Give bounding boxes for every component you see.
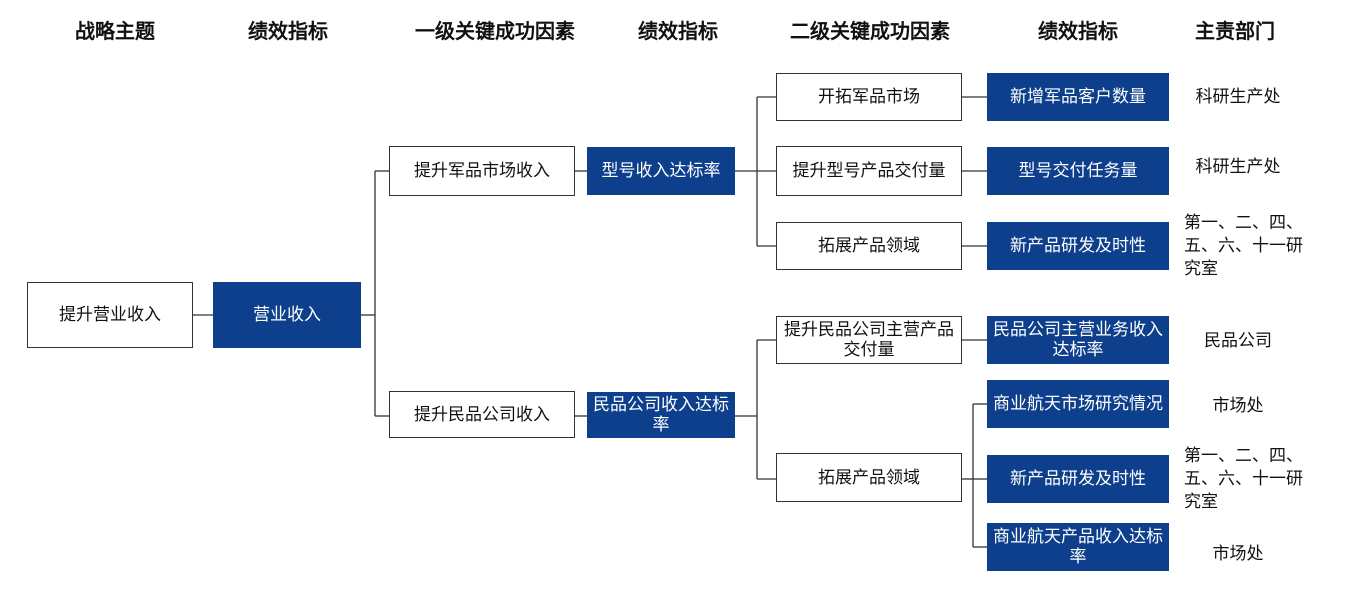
node-kpi2-2: 型号交付任务量 (987, 147, 1169, 195)
node-csf2-5: 拓展产品领域 (776, 453, 962, 502)
node-kpi1-military: 型号收入达标率 (587, 147, 735, 195)
dept-5: 市场处 (1212, 395, 1264, 416)
node-csf1-civil: 提升民品公司收入 (389, 391, 575, 438)
node-kpi1-civil: 民品公司收入达标率 (587, 392, 735, 438)
node-csf2-4: 提升民品公司主营产品交付量 (776, 316, 962, 364)
node-kpi2-3: 新产品研发及时性 (987, 222, 1169, 270)
dept-1: 科研生产处 (1195, 86, 1281, 107)
dept-2: 科研生产处 (1195, 156, 1281, 177)
header-strategy-theme: 战略主题 (75, 19, 155, 43)
node-csf2-1: 开拓军品市场 (776, 73, 962, 121)
node-kpi2-7: 商业航天产品收入达标率 (987, 523, 1169, 571)
dept-6: 第一、二、四、五、六、十一研究室 (1184, 445, 1303, 512)
header-kpi-2: 绩效指标 (638, 19, 718, 43)
node-strategy-theme: 提升营业收入 (27, 282, 193, 348)
node-kpi2-5: 商业航天市场研究情况 (987, 380, 1169, 428)
header-csf-level1: 一级关键成功因素 (415, 19, 575, 43)
header-kpi-3: 绩效指标 (1038, 19, 1118, 43)
header-kpi-1: 绩效指标 (248, 19, 328, 43)
dept-7: 市场处 (1212, 543, 1264, 564)
node-csf2-2: 提升型号产品交付量 (776, 146, 962, 196)
header-department: 主责部门 (1195, 19, 1275, 43)
dept-4: 民品公司 (1204, 330, 1272, 351)
node-csf2-3: 拓展产品领域 (776, 222, 962, 270)
node-csf1-military: 提升军品市场收入 (389, 146, 575, 196)
node-kpi2-1: 新增军品客户数量 (987, 73, 1169, 121)
node-kpi2-4: 民品公司主营业务收入达标率 (987, 316, 1169, 364)
dept-3: 第一、二、四、五、六、十一研究室 (1184, 212, 1303, 279)
node-kpi-revenue: 营业收入 (213, 282, 361, 348)
header-csf-level2: 二级关键成功因素 (790, 19, 950, 43)
node-kpi2-6: 新产品研发及时性 (987, 455, 1169, 503)
